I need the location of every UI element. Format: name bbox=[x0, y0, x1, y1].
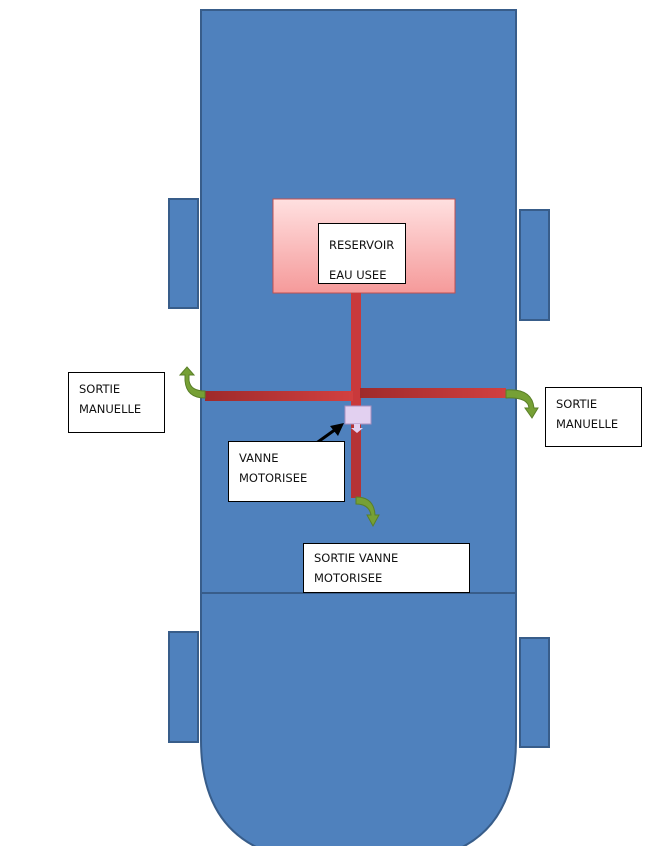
valve-pointer-arrowhead bbox=[330, 423, 344, 436]
right-outlet-arrow-icon bbox=[505, 389, 539, 419]
pipe-vertical-bottom bbox=[351, 424, 361, 498]
right-outlet-label-line1: SORTIE bbox=[556, 397, 598, 411]
valve-label: VANNE MOTORISEE bbox=[228, 441, 345, 502]
pipe-vertical-top bbox=[351, 293, 361, 407]
wheel-rear-left bbox=[168, 631, 199, 743]
left-outlet-label: SORTIE MANUELLE bbox=[68, 372, 165, 433]
valve-outlet-label-line1: SORTIE VANNE bbox=[314, 551, 399, 565]
right-outlet-label: SORTIE MANUELLE bbox=[545, 387, 642, 447]
motorized-valve bbox=[344, 405, 372, 425]
reservoir-label-line1: RESERVOIR bbox=[329, 238, 395, 252]
left-outlet-label-line1: SORTIE bbox=[79, 382, 121, 396]
left-outlet-arrow-icon bbox=[178, 366, 206, 399]
valve-label-line1: VANNE bbox=[239, 451, 279, 465]
valve-outlet-arrow-icon bbox=[355, 496, 380, 528]
wheel-rear-right bbox=[519, 637, 550, 748]
pipe-left bbox=[205, 391, 353, 401]
valve-arrow-icon bbox=[351, 424, 363, 433]
wheel-front-right bbox=[519, 209, 550, 321]
valve-outlet-label: SORTIE VANNE MOTORISEE bbox=[303, 543, 470, 593]
valve-outlet-label-line2: MOTORISEE bbox=[314, 571, 383, 585]
left-outlet-label-line2: MANUELLE bbox=[79, 402, 142, 416]
right-outlet-label-line2: MANUELLE bbox=[556, 417, 619, 431]
pipe-right bbox=[360, 388, 506, 398]
reservoir-label-line2: EAU USEE bbox=[329, 268, 387, 282]
reservoir-label: RESERVOIR EAU USEE bbox=[318, 223, 406, 284]
wheel-front-left bbox=[168, 198, 199, 309]
valve-label-line2: MOTORISEE bbox=[239, 471, 308, 485]
